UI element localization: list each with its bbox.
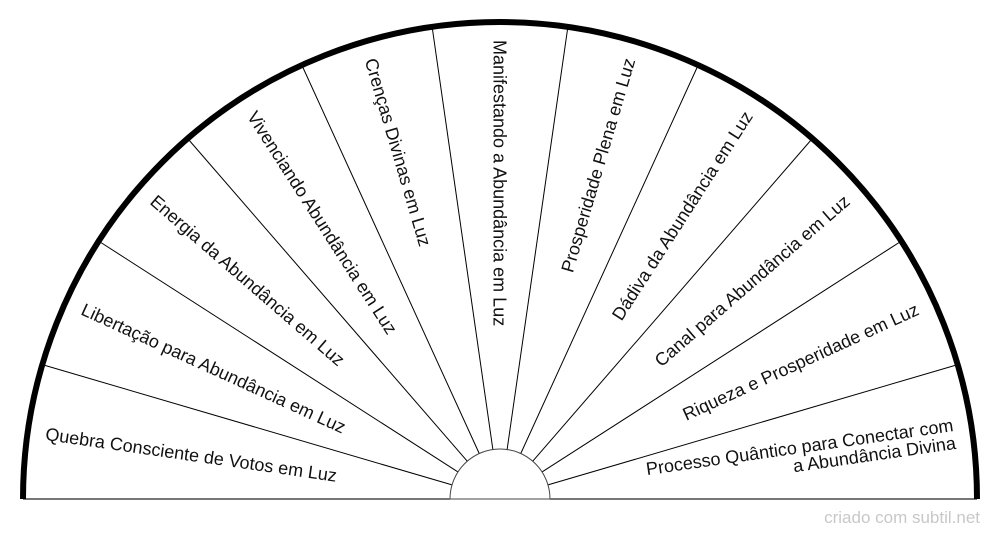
sector-divider <box>547 364 958 486</box>
inner-semicircle <box>449 448 551 500</box>
sector-label: Processo Quântico para Conectar coma Abu… <box>645 415 958 497</box>
sector-divider <box>42 364 453 486</box>
sector-divider <box>98 240 459 473</box>
outer-arc <box>20 19 980 500</box>
sector-label: Manifestando a Abundância em Luz <box>490 40 510 326</box>
sector-divider <box>301 64 480 454</box>
sector-divider <box>532 138 813 462</box>
sector-divider <box>520 64 699 454</box>
sector-divider <box>431 26 494 450</box>
sector-labels: Quebra Consciente de Votos em LuzLiberta… <box>44 40 958 497</box>
sector-dividers <box>42 26 958 486</box>
sector-label: Quebra Consciente de Votos em Luz <box>44 424 338 486</box>
sector-divider <box>506 26 569 450</box>
sector-label: Prosperidade Plena em Luz <box>557 56 639 275</box>
sector-divider <box>541 240 902 473</box>
sector-divider <box>187 138 468 462</box>
credit-footer: criado com subtil.net <box>824 508 980 527</box>
